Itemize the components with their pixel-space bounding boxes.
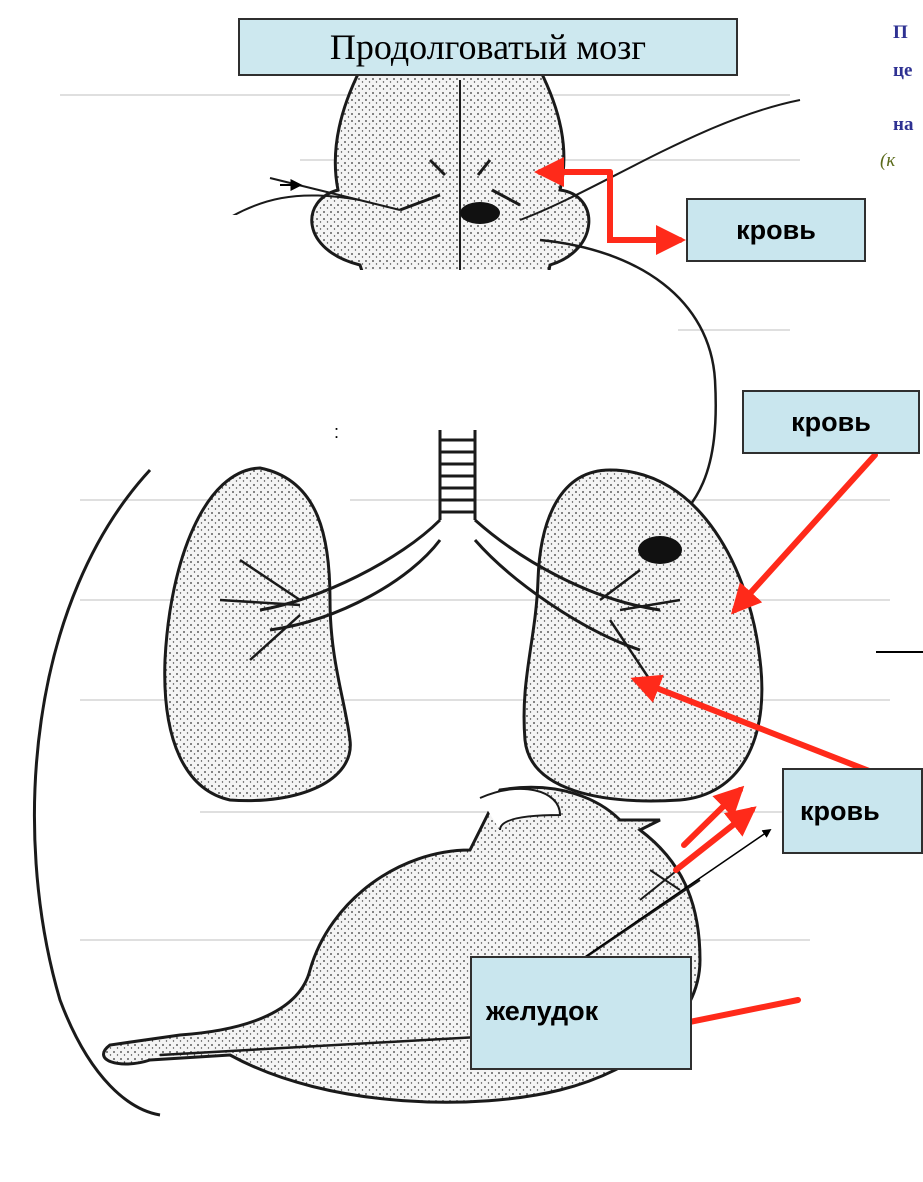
vagus-nerve-loop <box>34 470 160 1115</box>
blood-label-middle: кровь <box>742 390 920 454</box>
side-text-line-4: (к <box>880 150 895 172</box>
side-text-line-1: П <box>893 22 908 44</box>
blood-label-lower: кровь <box>782 768 923 854</box>
white-mask <box>40 340 350 460</box>
side-text-line-3: на <box>893 114 913 136</box>
blood-label-top: кровь <box>686 198 866 262</box>
white-mask <box>312 360 350 528</box>
white-mask <box>178 270 678 335</box>
colon-mark: : <box>334 422 339 443</box>
trachea-rings <box>440 440 475 512</box>
stomach-label: желудок <box>470 956 692 1070</box>
right-lung <box>524 470 762 801</box>
side-text-line-2: це <box>893 60 912 82</box>
medulla-title-label: Продолговатый мозг <box>238 18 738 76</box>
